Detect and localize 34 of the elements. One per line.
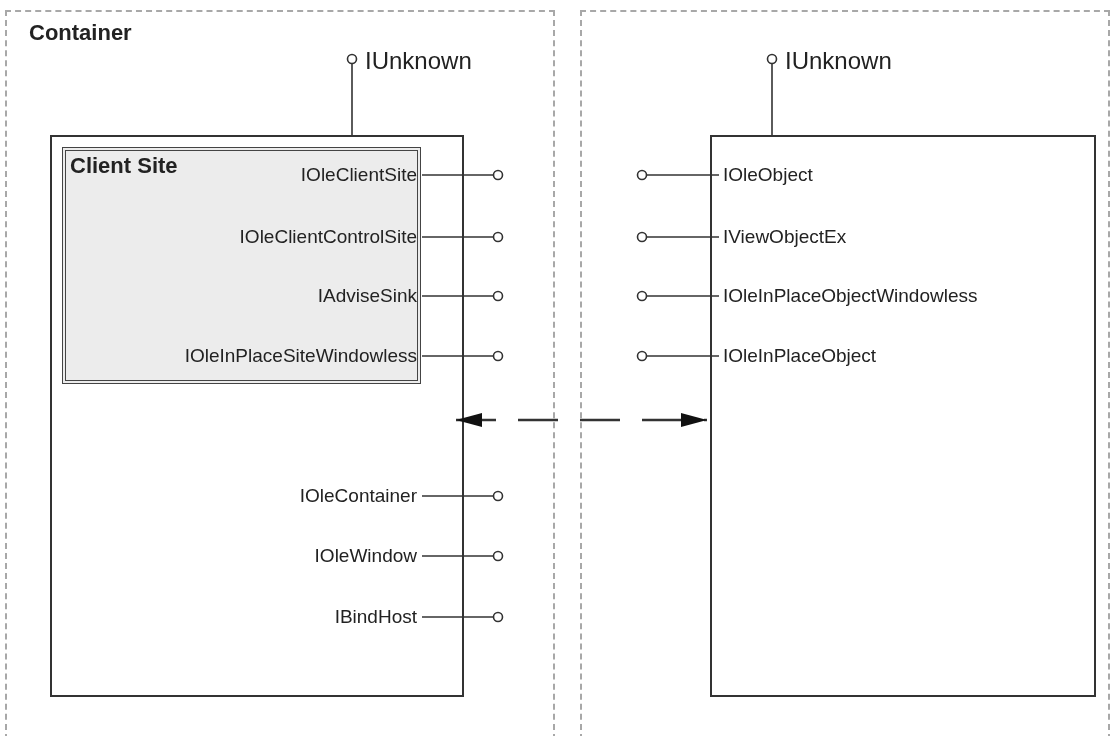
arrow [456,413,707,427]
component-box [710,135,1096,697]
lollipop-connector [421,490,504,502]
lollipop-connector [421,169,504,181]
interface-name: IOleObject [723,164,813,186]
interface-name: IOleInPlaceObject [723,345,877,367]
lollipop-connector [346,53,358,136]
dashed-region [5,10,555,736]
lollipop-connector [636,169,720,181]
interface-name: IOleInPlaceObjectWindowless [723,285,978,307]
interface-name: IOleWindow [314,545,417,567]
interface-name: IAdviseSink [317,285,417,307]
lollipop-connector [421,290,504,302]
heading: Client Site [70,153,178,179]
client-site-box [62,147,421,384]
lollipop-connector [421,611,504,623]
interface-name: IBindHost [334,606,417,628]
heading: Container [29,20,132,46]
interface-name: IOleClientSite [300,164,417,186]
interface-name: IUnknown [785,50,892,72]
interface-name: IViewObjectEx [723,226,847,248]
lollipop-connector [766,53,778,136]
lollipop-connector [421,231,504,243]
interface-name: IUnknown [365,50,472,72]
lollipop-connector [636,350,720,362]
interface-name: IOleInPlaceSiteWindowless [184,345,417,367]
dashed-region [580,10,1110,736]
lollipop-connector [421,550,504,562]
lollipop-connector [636,231,720,243]
lollipop-connector [421,350,504,362]
lollipop-connector [636,290,720,302]
component-box [50,135,464,697]
interface-name: IOleContainer [299,485,417,507]
interface-name: IOleClientControlSite [239,226,417,248]
